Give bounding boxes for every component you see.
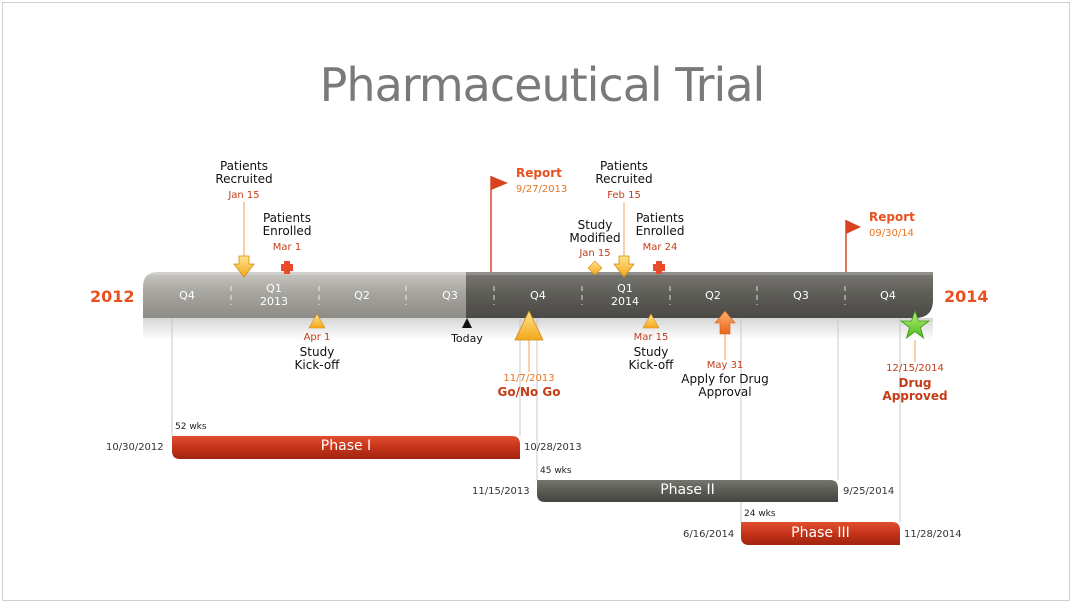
phase-1-duration: 52 wks: [175, 422, 207, 432]
phase-bar-2: [537, 480, 838, 502]
flag-icon: [845, 220, 861, 272]
timeline-bar-past: [143, 272, 466, 318]
flag-icon: [490, 176, 508, 272]
phase-2-start-date: 11/15/2013: [472, 486, 530, 497]
year-end-label: 2014: [944, 287, 989, 306]
quarter-dividers: [230, 286, 846, 305]
large-triangle-icon: [514, 310, 544, 341]
milestone-leader-lines: [243, 202, 916, 372]
milestone-date: Jan 15: [228, 190, 260, 201]
phase-1-start-date: 10/30/2012: [106, 442, 164, 453]
phase-3-label: Phase III: [791, 525, 850, 541]
quarter-label: Q4: [530, 289, 546, 302]
milestone-date: Mar 1: [272, 242, 302, 253]
milestone-date: Apr 1: [303, 332, 331, 343]
go-no-go-date: 11/7/2013: [503, 373, 555, 384]
phase-bar-1: [172, 436, 520, 459]
star-icon: [899, 309, 931, 340]
timeline-bar-future: [466, 272, 933, 318]
quarter-label: Q3: [793, 289, 809, 302]
arrow-up-icon: [714, 310, 736, 335]
page-title: Pharmaceutical Trial: [319, 58, 766, 112]
phase-2-duration: 45 wks: [540, 466, 572, 476]
quarter-label: Q2: [705, 289, 721, 302]
milestone-date: May 31: [706, 360, 744, 371]
report-date: 09/30/14: [869, 228, 914, 239]
milestone-date: Mar 15: [633, 332, 669, 343]
quarter-label: Q3: [442, 289, 458, 302]
phase-2-label: Phase II: [660, 482, 715, 498]
go-no-go-label: Go/No Go: [497, 385, 561, 399]
report-label: Report: [869, 210, 915, 224]
phase-2-end-date: 9/25/2014: [843, 486, 895, 497]
triangle-icon: [308, 313, 326, 329]
milestone-date: Mar 24: [642, 242, 678, 253]
triangle-icon: [642, 313, 660, 329]
diamond-icon: [587, 260, 603, 276]
drug-approved-date: 12/15/2014: [886, 363, 944, 374]
arrow-down-icon: [613, 255, 635, 278]
year-start-label: 2012: [90, 287, 135, 306]
phase-3-start-date: 6/16/2014: [683, 529, 735, 540]
arrow-down-icon: [233, 255, 255, 278]
milestone-date: Jan 15: [579, 248, 611, 259]
phase-bar-3: [741, 522, 900, 545]
quarter-label: Q4: [880, 289, 896, 302]
quarter-label: Q2: [354, 289, 370, 302]
today-marker-icon: [462, 318, 472, 328]
quarter-label: Q4: [179, 289, 195, 302]
phase-3-end-date: 11/28/2014: [904, 529, 962, 540]
report-label: Report: [516, 166, 562, 180]
phase-1-end-date: 10/28/2013: [524, 442, 582, 453]
milestone-date: Feb 15: [607, 190, 641, 201]
today-label: Today: [451, 332, 483, 345]
report-date: 9/27/2013: [516, 184, 568, 195]
plus-icon: [281, 261, 293, 274]
plus-icon: [653, 261, 665, 274]
phase-1-label: Phase I: [320, 438, 372, 454]
phase-3-duration: 24 wks: [744, 509, 776, 519]
